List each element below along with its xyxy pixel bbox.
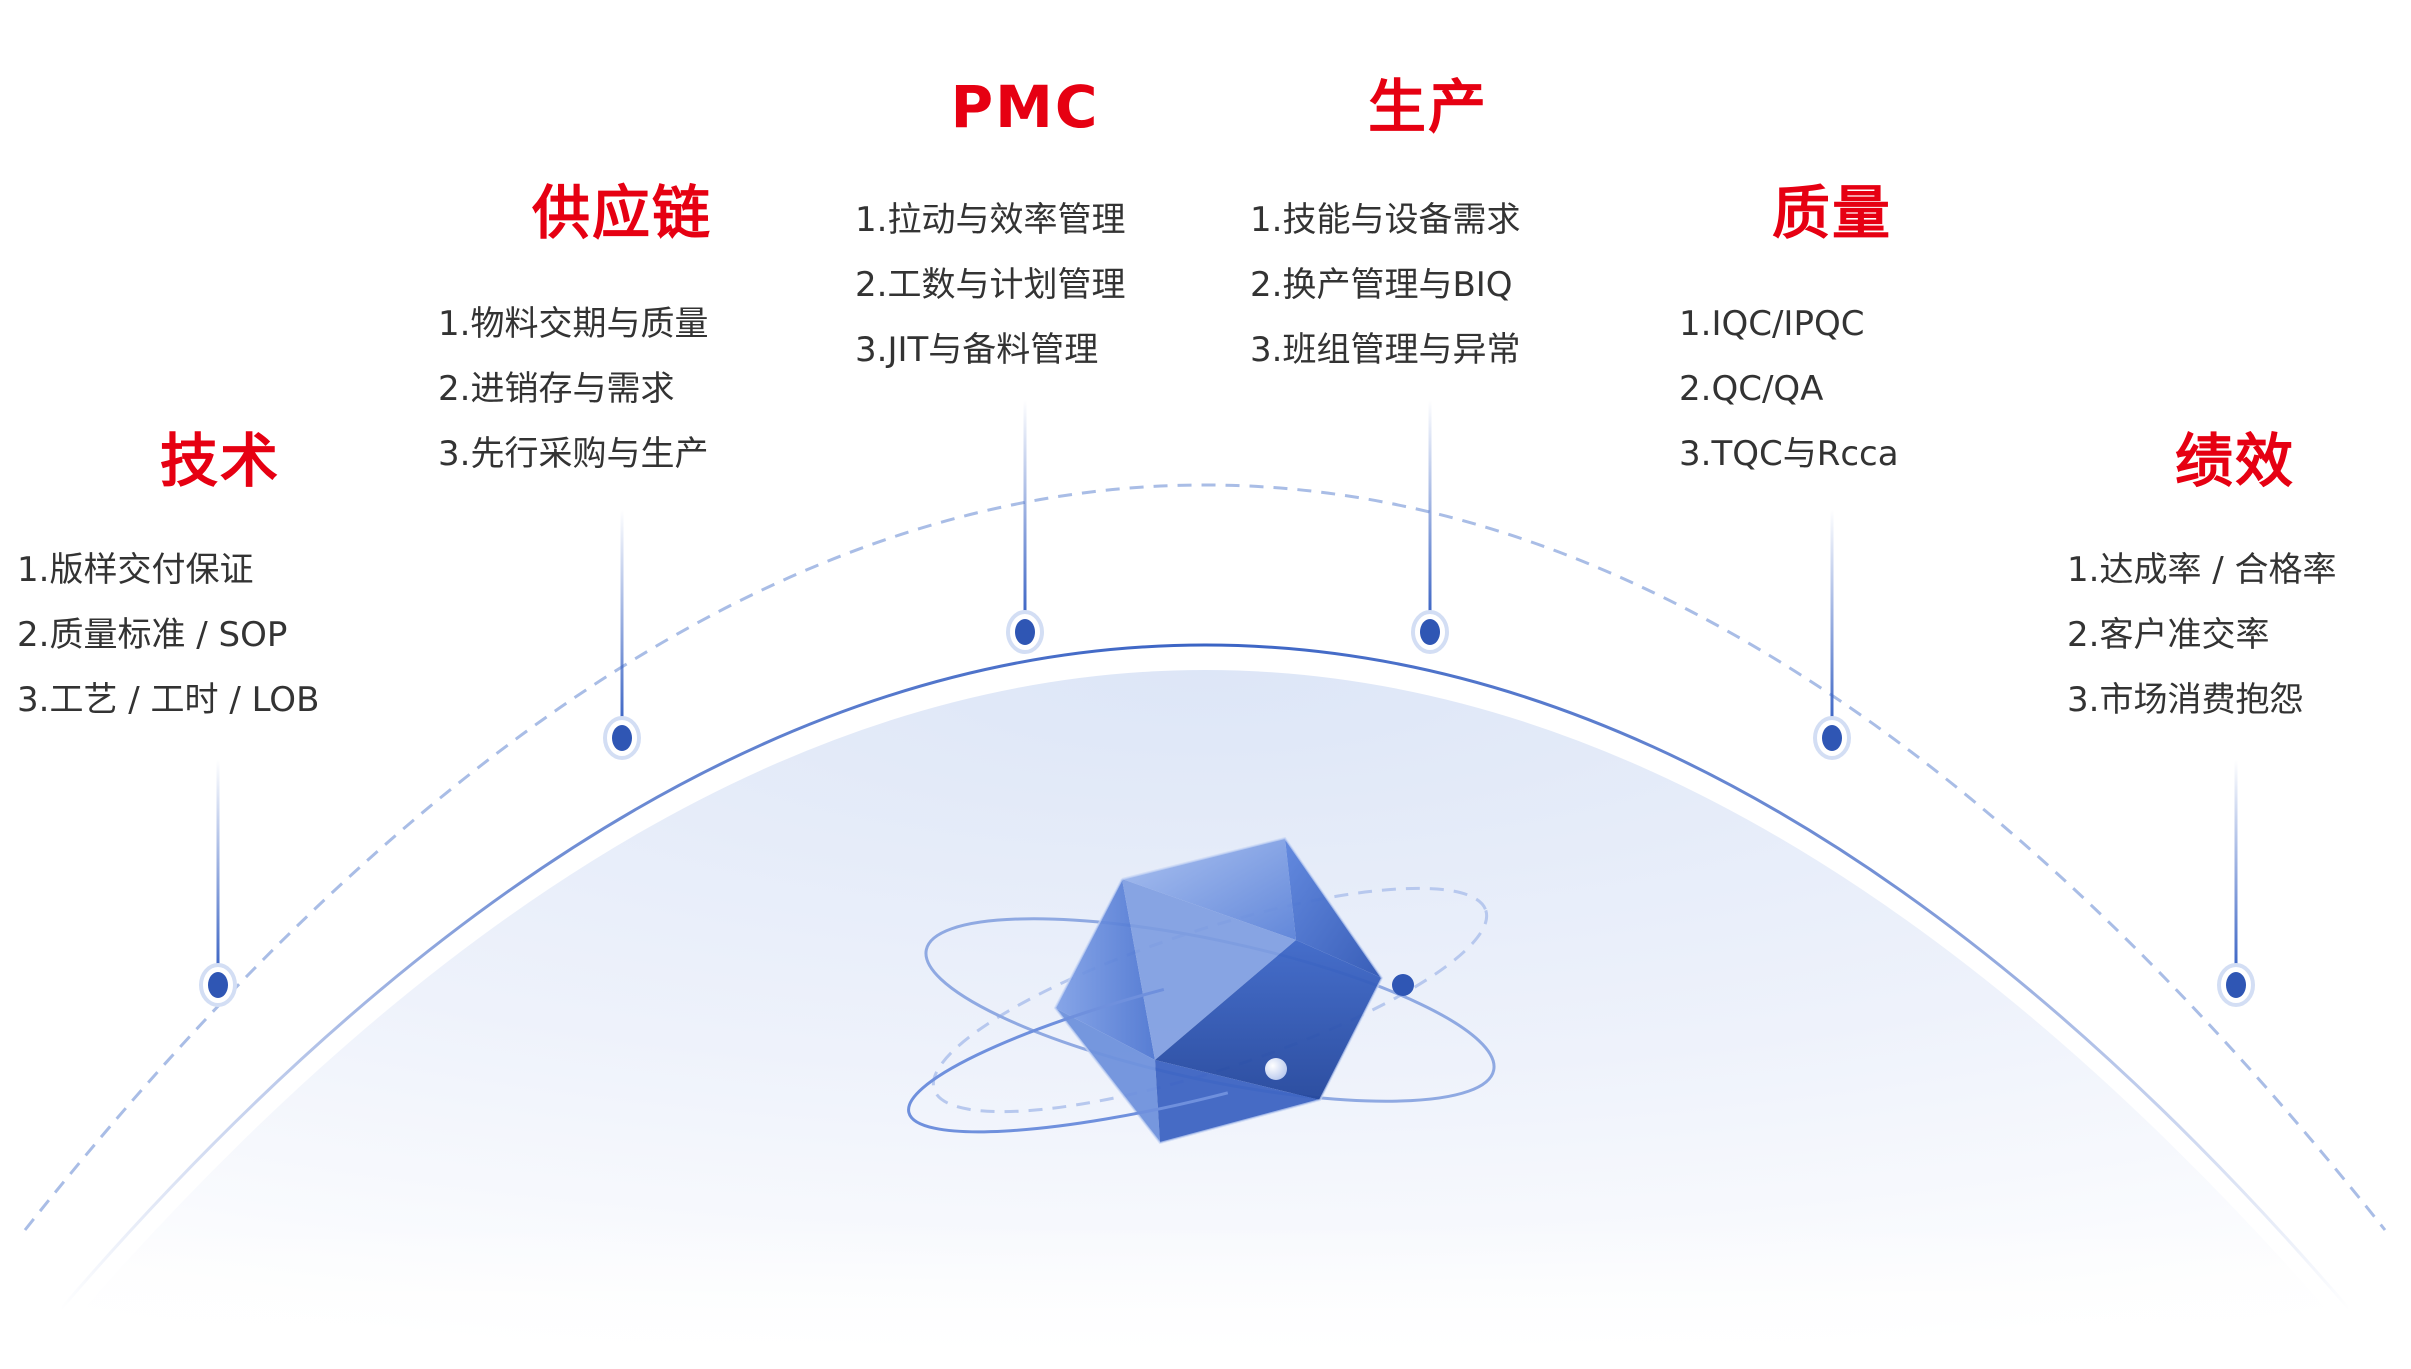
orbit-dot xyxy=(1392,974,1414,996)
crystal-face xyxy=(1155,1060,1320,1143)
category-item: 1.版样交付保证 xyxy=(17,550,254,590)
category-item: 3.TQC与Rcca xyxy=(1679,434,1899,474)
category-item: 3.班组管理与异常 xyxy=(1250,330,1521,370)
category-item-list: 1.技能与设备需求 2.换产管理与BIQ 3.班组管理与异常 xyxy=(1250,188,1520,383)
category-item: 1.技能与设备需求 xyxy=(1250,200,1521,240)
category-item: 2.换产管理与BIQ xyxy=(1250,265,1513,305)
category-item: 2.质量标准 / SOP xyxy=(17,615,288,655)
orbit-ball xyxy=(1265,1058,1287,1080)
category-item: 2.工数与计划管理 xyxy=(855,265,1126,305)
orbit-back xyxy=(931,886,1489,1114)
dome-rim xyxy=(58,643,2352,1311)
category-item: 2.进销存与需求 xyxy=(438,369,675,409)
category-item: 1.达成率 / 合格率 xyxy=(2067,550,2337,590)
category-title: 技术 xyxy=(159,427,280,495)
crystal-edge xyxy=(1053,836,1384,1145)
category-title: 生产 xyxy=(1367,73,1488,141)
crystal-face xyxy=(1122,838,1296,940)
crystal-graphic xyxy=(907,836,1496,1145)
category-item-list: 1.达成率 / 合格率 2.客户准交率 3.市场消费抱怨 xyxy=(2067,538,2337,733)
connector-line xyxy=(2234,760,2238,971)
category-item: 1.物料交期与质量 xyxy=(438,304,709,344)
connector-line xyxy=(1023,400,1027,618)
category-item-list: 1.拉动与效率管理 2.工数与计划管理 3.JIT与备料管理 xyxy=(855,188,1125,383)
crystal-face xyxy=(1122,879,1296,1060)
connector-line xyxy=(620,510,624,724)
category-title: 质量 xyxy=(1771,179,1892,247)
node-dot xyxy=(2226,972,2246,998)
orbit-front xyxy=(907,946,1493,1134)
node-dot xyxy=(1015,619,1035,645)
dashed-arc xyxy=(23,483,2387,1231)
connector-line xyxy=(1830,510,1834,724)
connector-line xyxy=(1428,400,1432,618)
node-dot xyxy=(208,972,228,998)
category-item: 3.工艺 / 工时 / LOB xyxy=(17,680,320,720)
category-item-list: 1.版样交付保证 2.质量标准 / SOP 3.工艺 / 工时 / LOB xyxy=(17,538,319,733)
category-item: 2.QC/QA xyxy=(1679,369,1824,409)
category-item: 2.客户准交率 xyxy=(2067,615,2270,655)
category-item-list: 1.物料交期与质量 2.进销存与需求 3.先行采购与生产 xyxy=(438,292,708,487)
category-title: 供应链 xyxy=(531,179,712,247)
category-item: 1.IQC/IPQC xyxy=(1679,304,1865,344)
category-item: 1.拉动与效率管理 xyxy=(855,200,1126,240)
category-item: 3.先行采购与生产 xyxy=(438,434,709,474)
category-item: 3.JIT与备料管理 xyxy=(855,330,1099,370)
node-dot xyxy=(1822,725,1842,751)
connector-pins xyxy=(199,400,2255,1007)
connector-line xyxy=(216,760,220,971)
category-item: 3.市场消费抱怨 xyxy=(2067,680,2304,720)
category-title: 绩效 xyxy=(2174,427,2295,495)
category-title: PMC xyxy=(950,73,1100,141)
node-dot xyxy=(1420,619,1440,645)
category-item-list: 1.IQC/IPQC 2.QC/QA 3.TQC与Rcca xyxy=(1679,292,1899,487)
node-dot xyxy=(612,725,632,751)
crystal-face xyxy=(1155,940,1382,1100)
